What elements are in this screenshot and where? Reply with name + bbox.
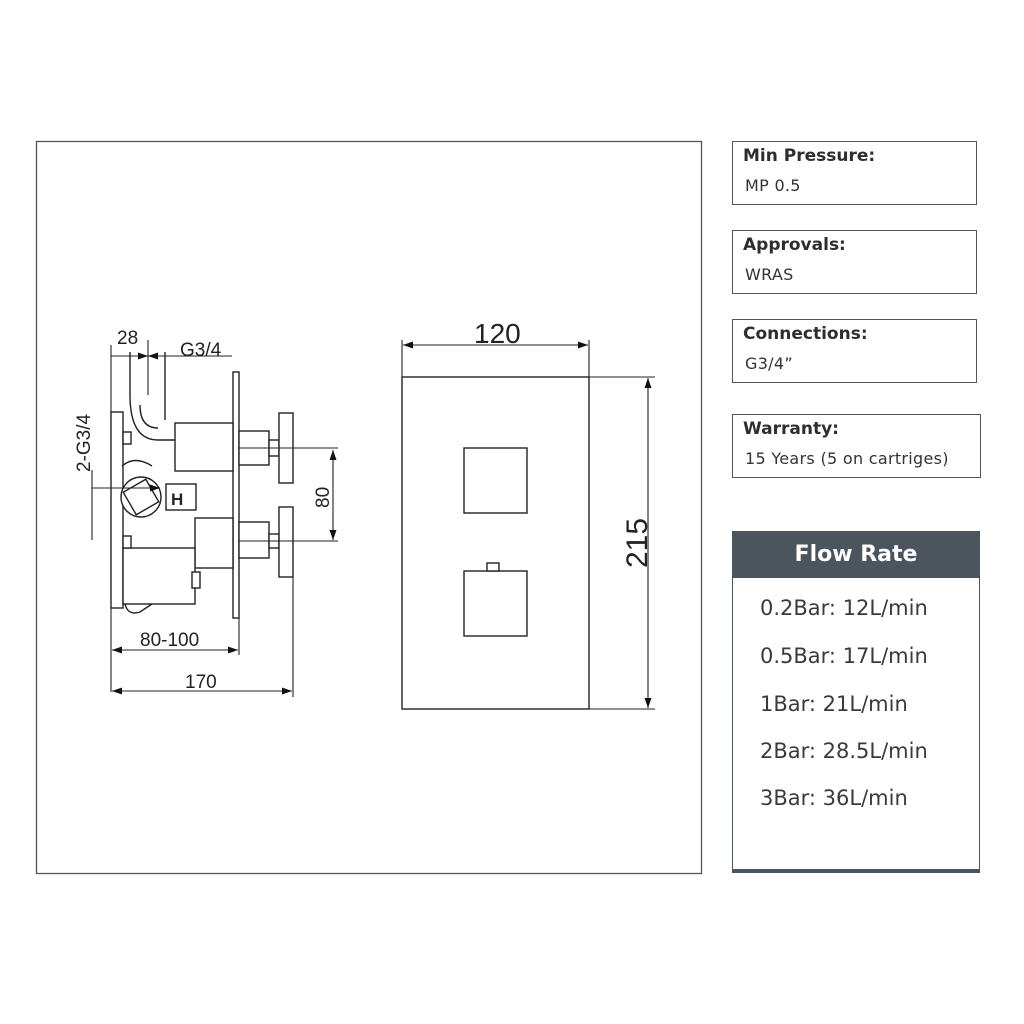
dim-g34: G3/4 [180, 340, 222, 361]
spec-warranty: Warranty: 15 Years (5 on cartriges) [732, 414, 981, 478]
dim-215: 215 [621, 518, 654, 568]
flow-rate-row: 0.5Bar: 17L/min [760, 644, 928, 668]
flow-rate-row: 3Bar: 36L/min [760, 786, 908, 810]
side-view-dimensions [91, 340, 338, 697]
dim-80-100: 80-100 [140, 630, 199, 651]
front-view-dimensions [401, 340, 655, 710]
spec-value: 15 Years (5 on cartriges) [745, 449, 949, 468]
spec-label: Warranty: [743, 419, 839, 439]
spec-value: WRAS [745, 265, 794, 284]
spec-label: Approvals: [743, 235, 846, 255]
dim-28: 28 [117, 328, 138, 349]
flow-rate-row: 0.2Bar: 12L/min [760, 596, 928, 620]
spec-value: G3/4” [745, 354, 793, 373]
front-view [401, 376, 590, 710]
flow-rate-row: 1Bar: 21L/min [760, 692, 908, 716]
handle-indicator [486, 562, 500, 572]
spec-label: Connections: [743, 324, 868, 344]
flow-rate-title: Flow Rate [733, 532, 979, 578]
spec-approvals: Approvals: WRAS [732, 230, 977, 294]
cover-plate [401, 376, 590, 710]
spec-value: MP 0.5 [745, 176, 801, 195]
dim-80: 80 [313, 487, 334, 508]
spec-connections: Connections: G3/4” [732, 319, 977, 383]
flow-rate-row: 2Bar: 28.5L/min [760, 739, 928, 763]
dim-120: 120 [474, 318, 521, 349]
lower-handle [463, 570, 528, 637]
dim-2g34: 2-G3/4 [74, 413, 95, 472]
drawing-frame [35, 140, 703, 875]
side-view [110, 352, 294, 619]
flow-rate-panel: Flow Rate 0.2Bar: 12L/min 0.5Bar: 17L/mi… [732, 531, 980, 873]
spec-min-pressure: Min Pressure: MP 0.5 [732, 141, 977, 205]
hot-marker: H [171, 490, 183, 509]
dim-170: 170 [185, 672, 217, 693]
upper-handle [463, 447, 528, 514]
side-view-labels: 28 G3/4 2-G3/4 80 80-100 170 H [74, 328, 334, 693]
spec-label: Min Pressure: [743, 146, 876, 166]
